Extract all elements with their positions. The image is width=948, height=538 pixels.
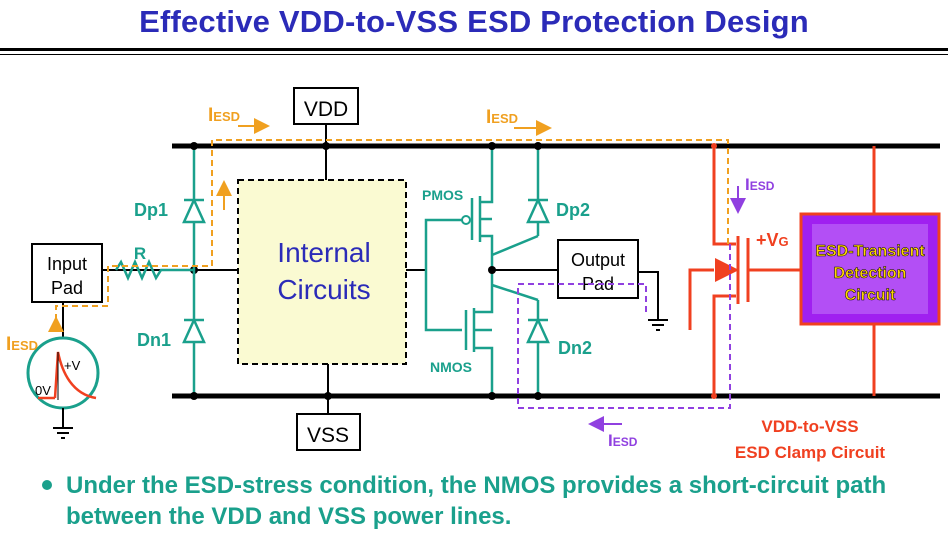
input-pad: Input Pad: [31, 243, 103, 303]
resistor-r: R: [114, 244, 194, 282]
internal-label-1: Internal: [277, 237, 370, 268]
dp2-label: Dp2: [556, 200, 590, 220]
bullet-dot: [42, 480, 52, 490]
internal-circuits: Internal Circuits: [237, 142, 407, 400]
output-pad-label-1: Output: [571, 250, 625, 270]
output-inverter: PMOS NMOS: [422, 142, 558, 400]
diode-dp1: Dp1: [134, 142, 206, 270]
nmos-label: NMOS: [430, 359, 472, 375]
clamp-label-1: VDD-to-VSS: [761, 417, 858, 436]
vss-label: VSS: [307, 424, 349, 447]
esd-current-path-orange: IESD IESD IESD: [6, 105, 729, 355]
vdd-terminal: VDD: [293, 87, 359, 146]
internal-label-2: Circuits: [277, 274, 370, 305]
detector-label-3: Circuit: [845, 287, 896, 304]
title-rule-thick: [0, 48, 948, 51]
iesd-label-src: IESD: [6, 334, 38, 355]
dn1-label: Dn1: [137, 330, 171, 350]
esd-transient-detection: ESD-Transient Detection Circuit: [799, 146, 941, 396]
title-rule-thin: [0, 54, 948, 55]
iesd-label-clamp: IESD: [745, 175, 775, 194]
input-pad-label-2: Pad: [51, 278, 83, 298]
src-zero-v: 0V: [35, 383, 51, 398]
esd-current-path-purple: IESD IESD: [517, 175, 775, 450]
diode-dn1: Dn1: [137, 270, 206, 400]
diode-dn2: Dn2: [526, 300, 592, 400]
input-pad-label-1: Input: [47, 254, 87, 274]
detector-label-2: Detection: [834, 265, 907, 282]
esd-clamp-nmos: +VG: [688, 143, 800, 399]
slide-title: Effective VDD-to-VSS ESD Protection Desi…: [139, 4, 809, 39]
iesd-label-2: IESD: [486, 107, 518, 128]
bullet-text: Under the ESD-stress condition, the NMOS…: [66, 472, 887, 530]
iesd-label-vss: IESD: [608, 431, 638, 450]
dn2-label: Dn2: [558, 338, 592, 358]
vg-label: +VG: [756, 230, 789, 250]
resistor-label: R: [134, 244, 146, 263]
src-plus-v: +V: [64, 358, 81, 373]
dp1-label: Dp1: [134, 200, 168, 220]
iesd-label-1: IESD: [208, 105, 240, 126]
vss-terminal: VSS: [296, 396, 361, 451]
detector-label-1: ESD-Transient: [815, 243, 925, 260]
esd-source: +V 0V: [26, 302, 100, 439]
diode-dp2: Dp2: [526, 142, 590, 236]
vdd-label: VDD: [304, 98, 348, 121]
output-pad: Output Pad: [557, 239, 668, 331]
pmos-label: PMOS: [422, 187, 463, 203]
clamp-label-2: ESD Clamp Circuit: [735, 443, 886, 462]
